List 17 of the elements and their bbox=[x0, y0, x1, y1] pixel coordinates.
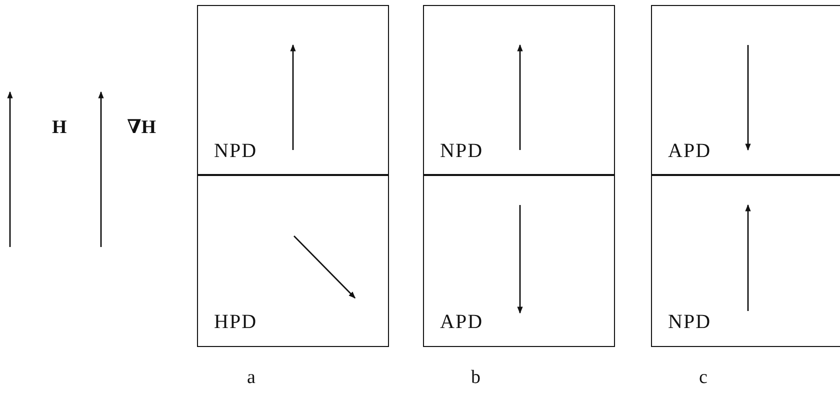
domain-cell bbox=[423, 5, 615, 176]
domain-cell bbox=[197, 174, 389, 347]
panel-letter: c bbox=[699, 368, 708, 387]
panel-letter: a bbox=[247, 368, 256, 387]
domain-label: NPD bbox=[668, 311, 712, 334]
domain-cell bbox=[197, 5, 389, 176]
domain-label: APD bbox=[668, 140, 712, 163]
domain-label: HPD bbox=[214, 311, 258, 334]
domain-label: NPD bbox=[440, 140, 484, 163]
domain-label: APD bbox=[440, 311, 484, 334]
domain-cell bbox=[651, 174, 840, 347]
domain-label: NPD bbox=[214, 140, 258, 163]
panel-letter: b bbox=[471, 368, 480, 387]
domain-cell bbox=[651, 5, 840, 176]
field-symbol: ∇H bbox=[127, 118, 156, 137]
domain-cell bbox=[423, 174, 615, 347]
field-symbol: H bbox=[52, 118, 67, 137]
